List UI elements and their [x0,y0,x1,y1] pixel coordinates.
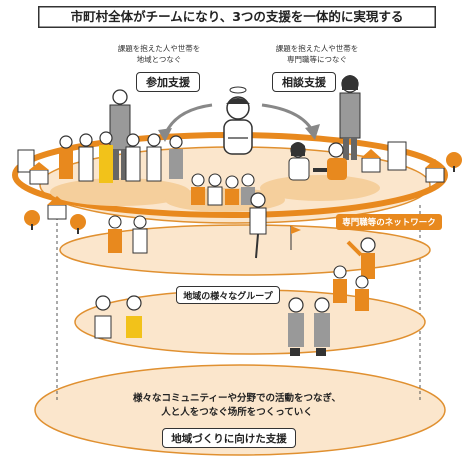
center-seated-figures [191,173,255,206]
community-ellipse [34,364,446,456]
sanka-plate [50,178,190,206]
group-figures [94,295,330,356]
sanka-label: 参加支援 [136,72,200,92]
sanka-note-line2: 地域とつなぐ [136,55,182,64]
network-ellipse [59,224,431,276]
bottom-caption-line2: 人と人をつなぐ场所をつくっていく [161,407,313,418]
bottom-caption-line1: 様々なコミュニティーや分野での活動をつなぎ、 [133,393,341,404]
arrow-right [261,103,314,131]
sanka-note-line1: 課題を抱えた人や世帯を [117,44,201,53]
bottom-caption: 様々なコミュニティーや分野での活動をつなぎ、 人と人をつなぐ场所をつくっていく [100,392,374,420]
sanka-people-figures [59,89,183,183]
title-text: 市町村全体がチームになり、3つの支援を一体的に実現する [70,9,404,24]
sodan-staff-figure [339,75,361,160]
network-label: 専門職等のネットワーク [336,214,442,230]
bottom-label: 地域づくりに向けた支援 [162,428,296,448]
sodan-plate [260,175,380,201]
houses-right [361,141,462,183]
arrow-left-head [158,128,172,142]
arrow-left [163,103,213,136]
houses-left [17,149,86,234]
sodan-label: 相談支援 [272,72,336,92]
arrow-right-head [305,124,320,140]
title-box-frame [38,6,436,28]
sanka-note: 課題を抱えた人や世帯を 地域とつなぐ [104,43,214,65]
sodan-note: 課題を抱えた人や世帯を 専門職等につなぐ [262,43,372,65]
sodan-note-line2: 専門職等につなぐ [287,55,347,64]
page-title: 市町村全体がチームになり、3つの支援を一体的に実現する [38,6,436,28]
consultation-figures [288,142,347,181]
network-figures [108,192,301,259]
sodan-note-line1: 課題を抱えた人や世帯を [275,44,359,53]
exercise-figures [333,237,376,311]
center-person-figure [223,86,253,155]
groups-label: 地域の様々なグループ [176,286,280,304]
